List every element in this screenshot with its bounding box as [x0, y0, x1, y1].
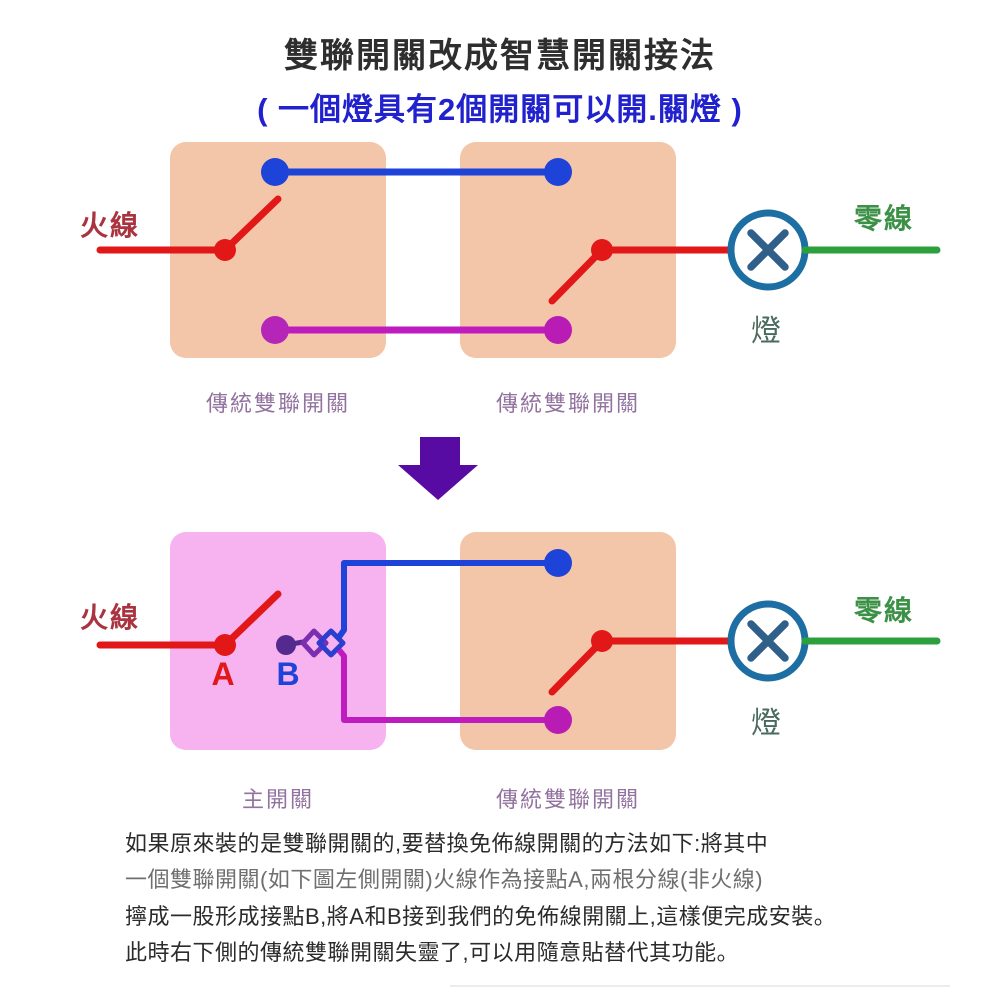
top-lamp-label: 燈 [751, 315, 782, 348]
bottom-magenta-terminal [544, 706, 572, 734]
top-neutral-wire-label: 零線 [854, 203, 915, 234]
bottom-live-wire-label: 火線 [80, 602, 141, 633]
bottom-right-switch-lever [548, 637, 606, 696]
bottom-blue-terminal [544, 549, 572, 577]
top-magenta-terminal-left [261, 316, 289, 344]
main-switch-caption: 主開關 [241, 787, 314, 812]
main-switch-lever [221, 590, 282, 649]
top-left-switch-pivot [214, 239, 236, 261]
top-right-switch-lever [548, 246, 606, 305]
description-line-4: 此時右下側的傳統雙聯開關失靈了,可以用隨意貼替代其功能。 [125, 940, 740, 965]
top-blue-terminal-left [261, 158, 289, 186]
top-right-switch-caption: 傳統雙聯開關 [495, 391, 640, 416]
bottom-blue-branch-wire [336, 560, 557, 639]
bottom-neutral-wire-label: 零線 [854, 595, 915, 626]
description-line-2: 一個雙聯開關(如下圖左側開關)火線作為接點A,兩根分線(非火線) [125, 867, 764, 892]
page-title: 雙聯開關改成智慧開關接法 [284, 37, 716, 75]
terminal-a-label: A [211, 656, 235, 692]
down-arrow-icon [398, 437, 478, 500]
top-left-switch-caption: 傳統雙聯開關 [205, 391, 350, 416]
terminal-b-stub-wire [283, 639, 306, 648]
terminal-b-label: B [276, 656, 300, 692]
twisted-wire-diamond-1 [300, 628, 329, 658]
description-line-1: 如果原來裝的是雙聯開關的,要替換免佈線開關的方法如下:將其中 [125, 831, 769, 856]
top-lamp-x-stroke-2 [747, 229, 789, 271]
bottom-lamp-x-stroke-2 [747, 620, 789, 662]
top-left-switch-lever [221, 195, 282, 254]
top-magenta-terminal-right [544, 316, 572, 344]
top-left-switch-box [170, 142, 386, 358]
bottom-magenta-branch-wire [336, 648, 557, 723]
terminal-a-dot [214, 634, 236, 656]
top-blue-terminal-right [544, 158, 572, 186]
twisted-wire-diamond-2 [316, 628, 346, 658]
top-live-wire-label: 火線 [80, 210, 141, 241]
top-right-switch-box [460, 142, 676, 358]
page-subtitle: ( 一個燈具有2個開關可以開.關燈 ) [257, 92, 743, 127]
bottom-right-switch-box [460, 532, 676, 750]
description-line-3: 擰成一股形成接點B,將A和B接到我們的免佈線開關上,這樣便完成安裝。 [125, 904, 837, 929]
bottom-lamp-label: 燈 [751, 707, 782, 740]
bottom-right-switch-caption: 傳統雙聯開關 [495, 787, 640, 812]
